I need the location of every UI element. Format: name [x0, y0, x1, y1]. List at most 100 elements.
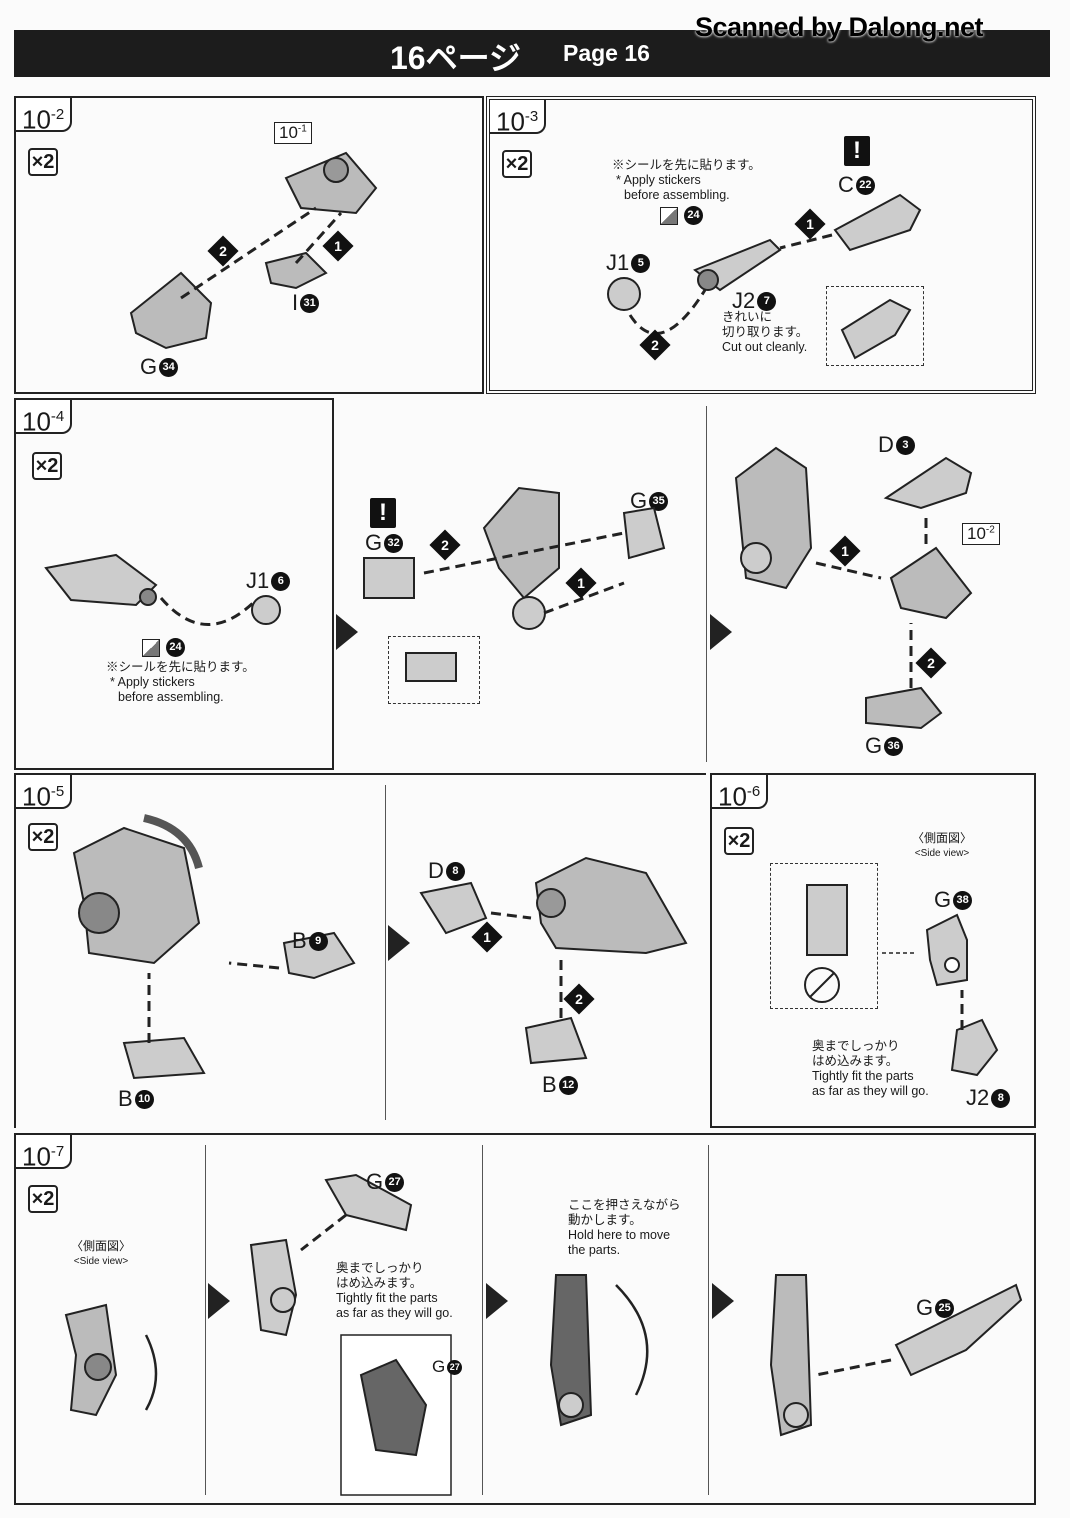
- part-letter: I: [292, 290, 299, 315]
- part-letter: G: [630, 488, 648, 513]
- multiplier-badge: ×2: [502, 150, 532, 178]
- order-step-2: 2: [639, 329, 671, 361]
- part-letter: G: [366, 1169, 384, 1194]
- next-arrow-icon: [712, 1283, 734, 1319]
- side-view-en: <Side view>: [914, 848, 970, 859]
- step-sub: -4: [50, 408, 65, 425]
- order-num: 2: [651, 337, 659, 353]
- part-number: 35: [649, 491, 669, 511]
- part-letter: G: [432, 1357, 446, 1376]
- side-view-jp: 〈側面図〉: [71, 1239, 132, 1253]
- step-label: 10-7: [16, 1135, 73, 1172]
- page-title-jp: 16ページ: [390, 40, 521, 76]
- order-num: 1: [483, 929, 491, 945]
- cut-note: きれいに切り取ります。Cut out cleanly.: [722, 310, 808, 355]
- part-letter: J1: [606, 250, 630, 275]
- next-arrow-icon: [336, 614, 358, 650]
- part-letter: B: [118, 1086, 133, 1111]
- assembly-illustration: [129, 151, 378, 350]
- order-step-1: 1: [565, 567, 597, 599]
- detail-inset: [826, 286, 924, 366]
- note-jp: ※シールを先に貼ります。: [106, 660, 255, 674]
- part-number: 27: [385, 1172, 405, 1192]
- step-number: 10: [22, 104, 51, 135]
- sticker-icon: [660, 206, 678, 225]
- part-number: 22: [855, 175, 875, 195]
- note-en: before assembling.: [624, 188, 730, 202]
- warning-icon: !: [844, 136, 870, 166]
- sticker-number: 24: [684, 206, 703, 225]
- multiplier-badge: ×2: [28, 148, 58, 176]
- part-number: 9: [308, 931, 328, 951]
- part-number: 10: [134, 1089, 154, 1109]
- note-jp: 動かします。: [568, 1213, 642, 1227]
- part-number: 36: [884, 736, 904, 756]
- step-sub: -6: [746, 783, 761, 800]
- order-step-2: 2: [563, 983, 595, 1015]
- step-sub: -5: [50, 783, 65, 800]
- part-number: 5: [631, 253, 651, 273]
- part-letter: C: [838, 172, 854, 197]
- note-en: as far as they will go.: [336, 1306, 453, 1320]
- reference-label: 10-2: [962, 523, 1000, 545]
- note-en: * Apply stickers: [110, 675, 195, 689]
- step-sub: -2: [50, 106, 65, 123]
- assembly-illustration: [64, 1173, 1023, 1496]
- part-number: 31: [300, 293, 320, 313]
- note-jp: ※シールを先に貼ります。: [612, 158, 761, 172]
- part-letter: G: [365, 530, 383, 555]
- step-number: 10: [22, 1141, 51, 1172]
- ref-sub: -2: [985, 524, 995, 536]
- part-letter: J2: [732, 288, 756, 313]
- ref-num: 10: [279, 123, 298, 142]
- step-label: 10-2: [16, 98, 73, 135]
- warning-icon: !: [370, 498, 396, 528]
- part-number: 8: [445, 861, 465, 881]
- part-letter: J2: [966, 1085, 990, 1110]
- order-step-1: 1: [794, 208, 826, 240]
- part-number: 27: [447, 1359, 463, 1375]
- note-en: as far as they will go.: [812, 1084, 929, 1098]
- part-letter: D: [878, 432, 894, 457]
- part-number: 32: [384, 533, 404, 553]
- assembly-illustration: [72, 814, 356, 1080]
- note-jp: はめ込みます。: [336, 1276, 423, 1290]
- step-label: 10-3: [490, 100, 547, 137]
- page-title-en: Page 16: [563, 40, 650, 66]
- step-sub: -7: [50, 1143, 65, 1160]
- divider: [706, 406, 707, 762]
- detail-inset: [388, 636, 480, 704]
- sticker-ref: 24: [142, 638, 185, 657]
- step-number: 10: [718, 781, 747, 812]
- note-jp: 奥までしっかり: [812, 1039, 900, 1053]
- order-step-1: 1: [829, 535, 861, 567]
- order-num: 1: [841, 543, 849, 559]
- ref-num: 10: [967, 524, 986, 543]
- note-jp: ここを押さえながら: [568, 1198, 681, 1212]
- order-num: 1: [334, 238, 342, 254]
- step-number: 10: [22, 781, 51, 812]
- part-letter: B: [292, 928, 307, 953]
- assembly-illustration: [734, 446, 973, 730]
- part-letter: G: [934, 887, 952, 912]
- multiplier-badge: ×2: [28, 1185, 58, 1213]
- part-number: 25: [935, 1298, 955, 1318]
- divider: [482, 1145, 483, 1495]
